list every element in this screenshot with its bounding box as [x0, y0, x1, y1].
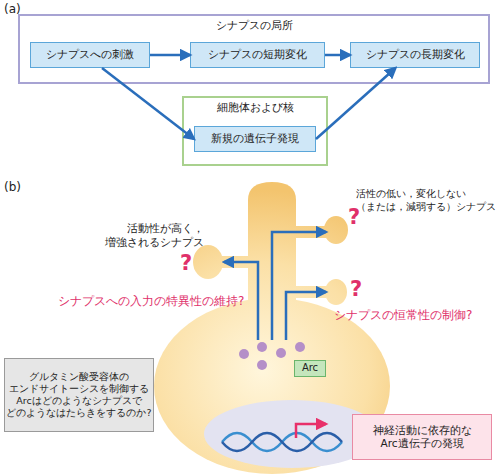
node-text: 神経活動に依存的な Arc遺伝子の発現	[355, 424, 489, 450]
gene-box: 神経活動に依存的な Arc遺伝子の発現	[352, 414, 492, 460]
flow-arrow	[102, 68, 194, 139]
process-box: 新規の遺伝子発現	[194, 126, 316, 152]
synapse-note: 活性の低い，変化しない （または，減弱する）シナプス	[356, 188, 500, 213]
synapse-note: 活動性が高く， 増強されるシナプス	[88, 222, 204, 250]
protein-tag: Arc	[294, 360, 326, 377]
spine-head	[193, 245, 223, 279]
panel-letter: (a)	[4, 2, 34, 17]
flow-arrow	[316, 68, 396, 139]
node-text: シナプスの長期変化	[366, 48, 465, 62]
question-box: グルタミン酸受容体の エンドサイトーシスを制御する Arcはどのようなシナプスで…	[4, 358, 154, 432]
question-mark: ?	[350, 276, 370, 302]
flow-arrow	[150, 54, 190, 57]
dna-strand	[222, 433, 342, 451]
spine-head	[325, 279, 347, 305]
transcription-arrow	[296, 424, 326, 438]
node-text: シナプスへの刺激	[46, 48, 134, 62]
spine-head	[324, 216, 348, 244]
node-text: 細胞体および核	[184, 101, 326, 115]
transport-arrow	[272, 232, 326, 340]
scope-frame: シナプスの局所シナプスへの刺激 シナプスの短期変化 シナプスの長期変化	[18, 14, 490, 84]
process-box: シナプスの長期変化	[350, 42, 480, 68]
dna-strand	[222, 433, 342, 451]
hypothesis-note: シナプスへの入力の特異性の維持?	[58, 294, 278, 309]
question-mark: ?	[348, 204, 368, 230]
process-box: シナプスの短期変化	[190, 42, 325, 68]
question-mark: ?	[180, 250, 200, 276]
node-text: シナプスの局所	[20, 19, 488, 33]
scope-frame: 細胞体および核新規の遺伝子発現	[182, 96, 328, 166]
node-text: グルタミン酸受容体の エンドサイトーシスを制御する Arcはどのようなシナプスで…	[6, 371, 151, 419]
node-text: Arc	[302, 362, 318, 375]
arc-granule	[257, 360, 267, 370]
flow-arrow	[325, 54, 350, 57]
transport-arrow	[286, 292, 326, 340]
arc-granule	[257, 342, 267, 352]
panel-letter: (b)	[4, 180, 34, 195]
node-text: シナプスの短期変化	[208, 48, 307, 62]
process-box: シナプスへの刺激	[30, 42, 150, 68]
arc-granule	[239, 349, 249, 359]
arc-granule	[276, 348, 286, 358]
hypothesis-note: シナプスの恒常性の制御?	[334, 308, 500, 323]
arc-granule	[295, 342, 305, 352]
node-text: 新規の遺伝子発現	[211, 132, 299, 146]
